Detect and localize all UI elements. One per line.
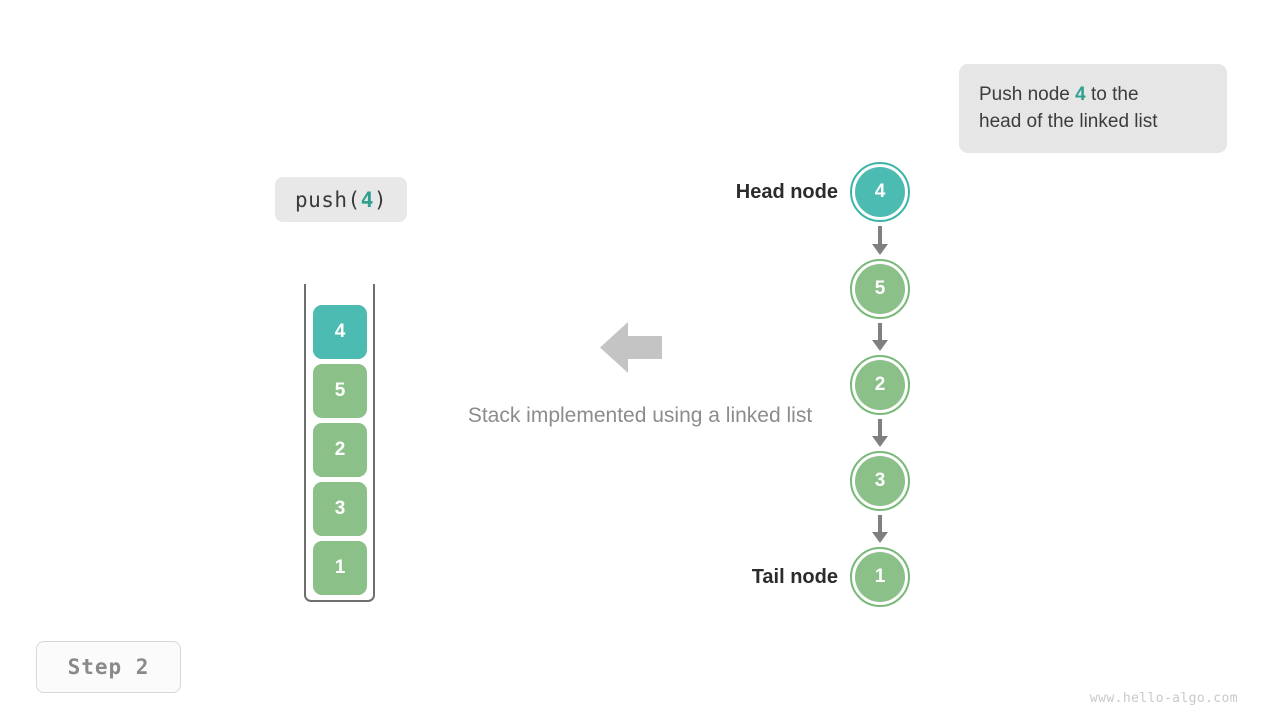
stack-cell: 5 <box>313 364 367 418</box>
linked-list-edge <box>878 515 882 532</box>
linked-list-edge-arrowhead-icon <box>872 244 888 255</box>
linked-list-node-value: 4 <box>855 167 905 217</box>
linked-list-node: 3 <box>850 451 910 511</box>
callout-accent-value: 4 <box>1075 84 1086 105</box>
operation-chip-suffix: ) <box>373 187 388 212</box>
callout-line1-suffix: to the <box>1085 84 1139 105</box>
linked-list-node: 4 <box>850 162 910 222</box>
stack-cell: 4 <box>313 305 367 359</box>
stack-cell: 2 <box>313 423 367 477</box>
linked-list-edge-arrowhead-icon <box>872 340 888 351</box>
linked-list-edge <box>878 226 882 244</box>
operation-chip-push: push(4) <box>275 177 407 222</box>
step-badge: Step 2 <box>36 641 181 693</box>
linked-list-node-value: 5 <box>855 264 905 314</box>
linked-list-edge <box>878 323 882 340</box>
callout-push-description: Push node 4 to the head of the linked li… <box>959 64 1227 153</box>
linked-list-node-value: 3 <box>855 456 905 506</box>
linked-list-edge <box>878 419 882 436</box>
operation-chip-value: 4 <box>360 187 374 212</box>
diagram-caption: Stack implemented using a linked list <box>467 404 813 427</box>
watermark: www.hello-algo.com <box>1089 691 1238 706</box>
callout-line1-prefix: Push node <box>979 84 1076 105</box>
linked-list-node: 2 <box>850 355 910 415</box>
tail-node-label: Tail node <box>751 566 838 588</box>
linked-list-node: 5 <box>850 259 910 319</box>
linked-list-node: 1 <box>850 547 910 607</box>
linked-list-edge-arrowhead-icon <box>872 532 888 543</box>
linked-list-node-value: 2 <box>855 360 905 410</box>
stack-cell: 3 <box>313 482 367 536</box>
arrow-left-icon <box>600 320 662 375</box>
operation-chip-prefix: push( <box>294 187 361 212</box>
linked-list-edge-arrowhead-icon <box>872 436 888 447</box>
stack-container-outline <box>304 284 375 602</box>
head-node-label: Head node <box>735 181 838 203</box>
callout-line2: head of the linked list <box>979 111 1158 132</box>
linked-list-node-value: 1 <box>855 552 905 602</box>
stack-cell: 1 <box>313 541 367 595</box>
